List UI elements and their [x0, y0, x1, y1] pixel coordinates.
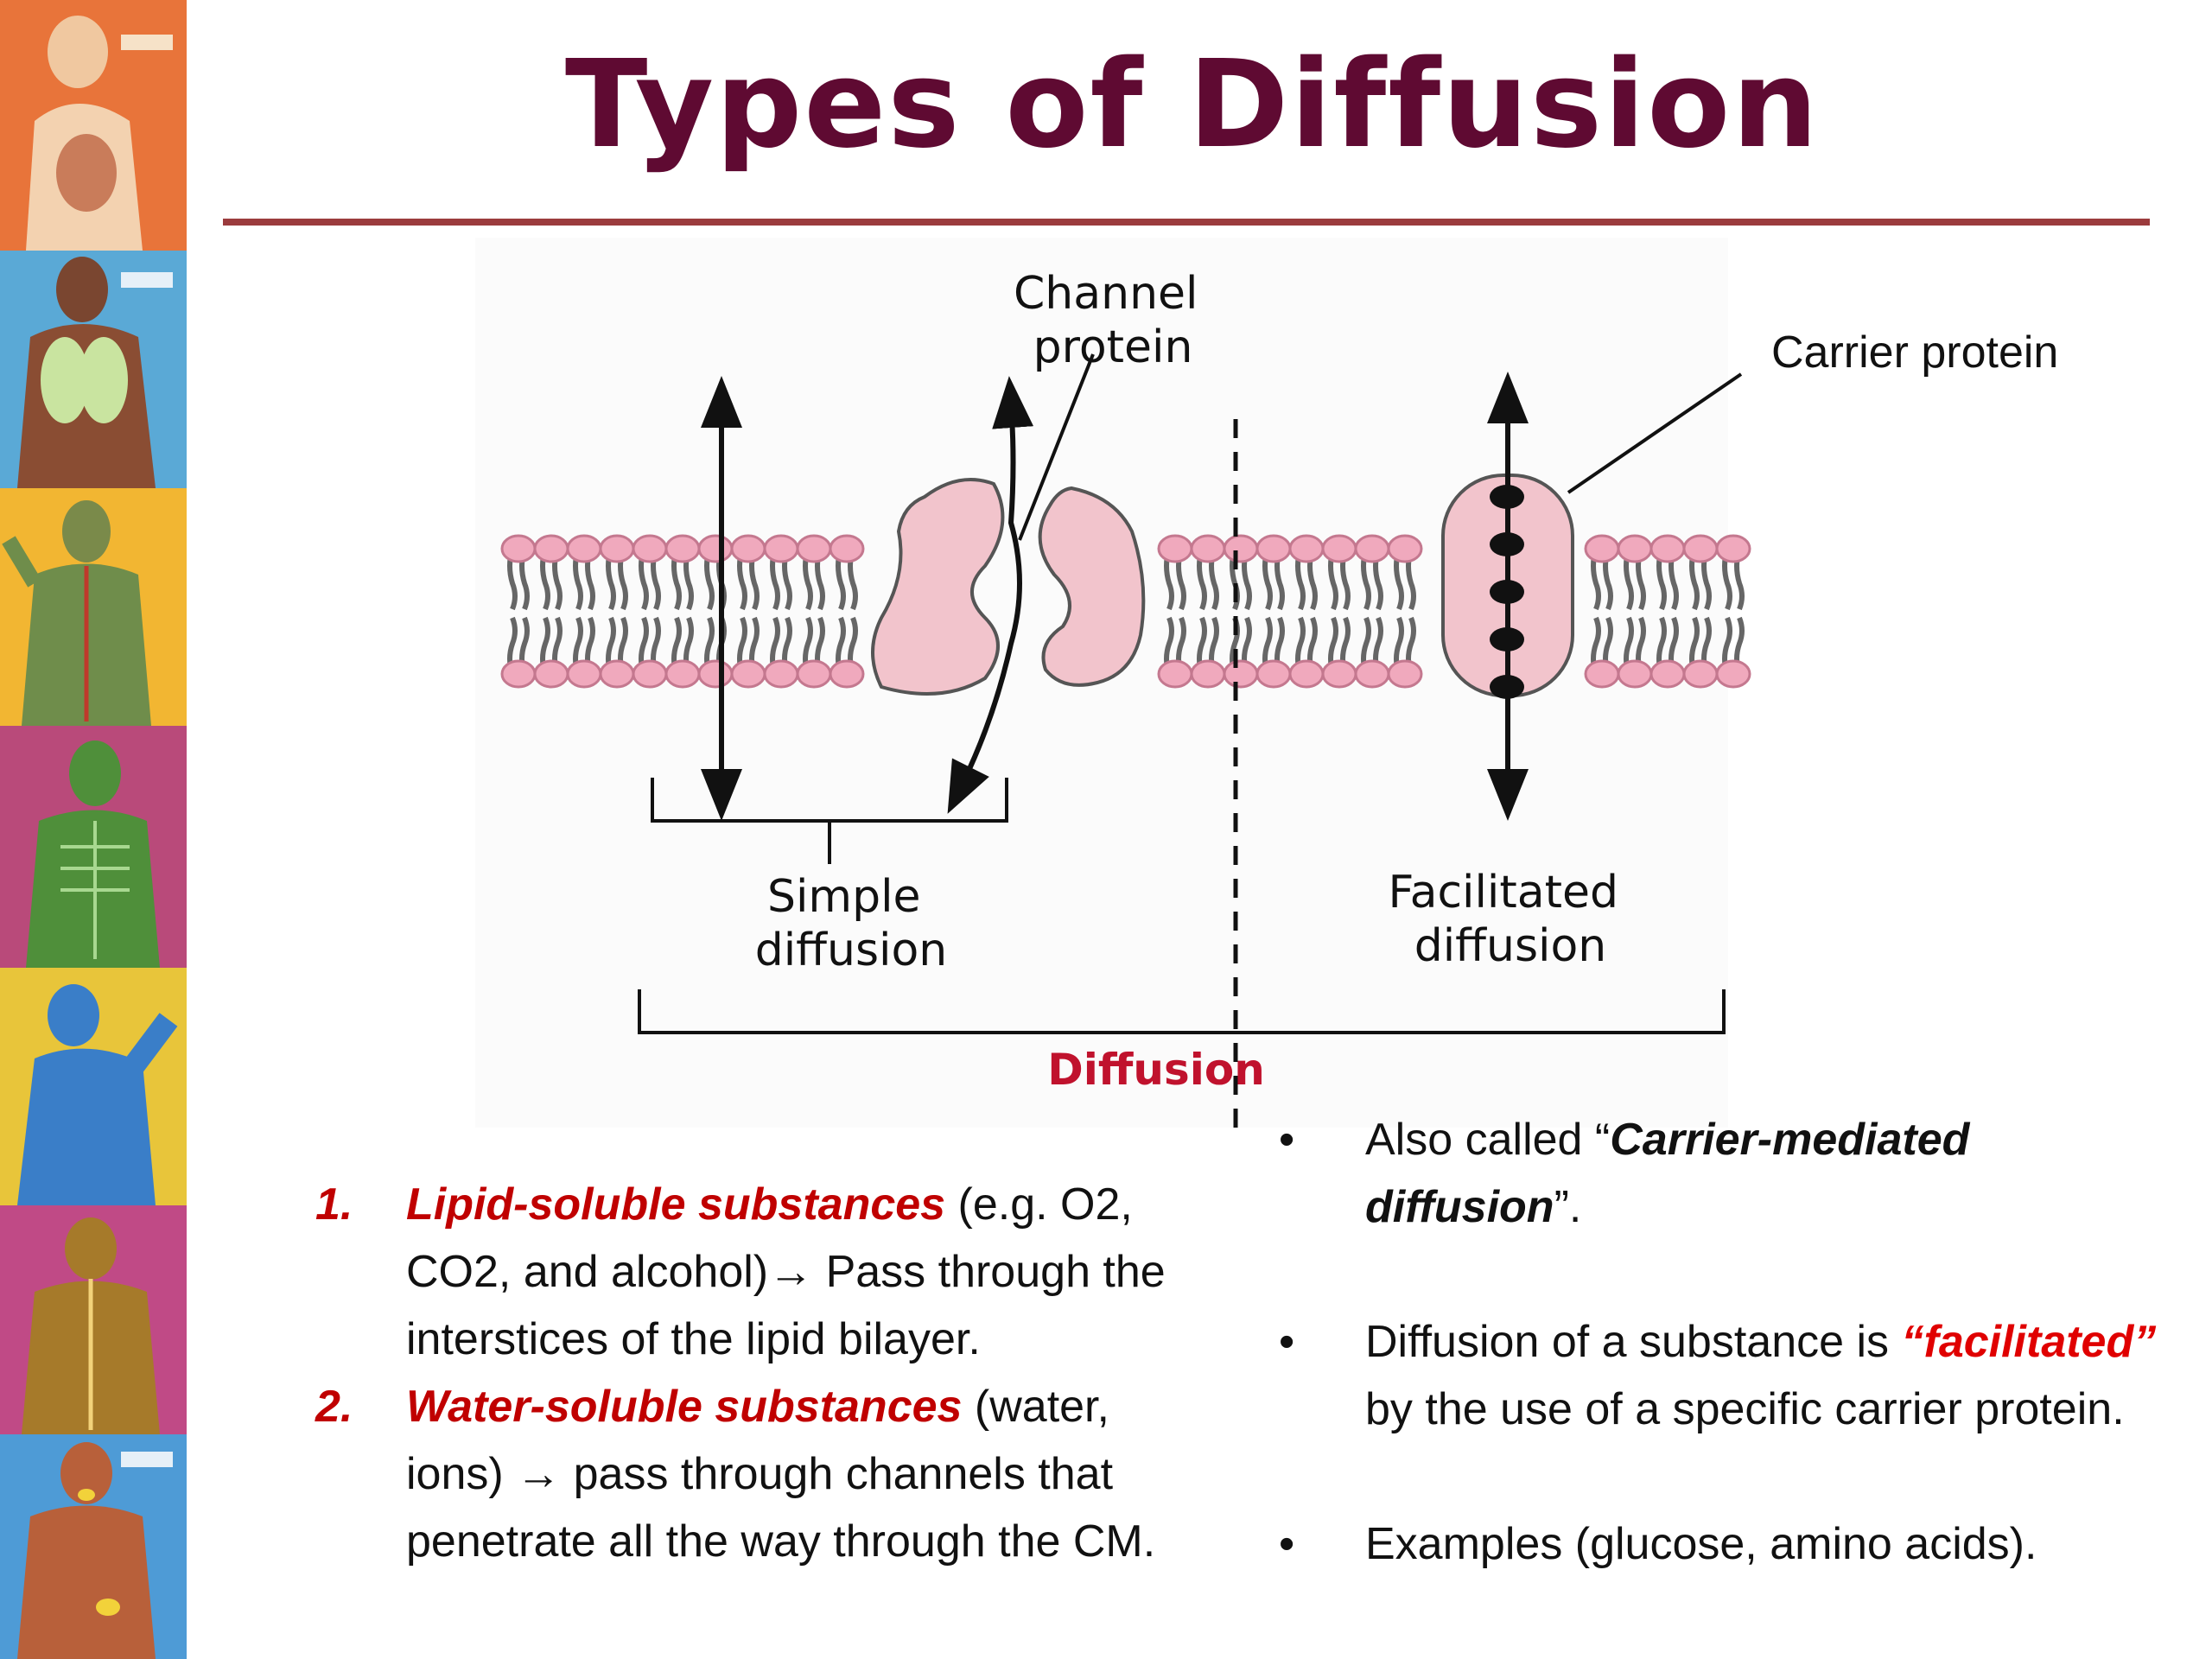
list-item: • Diffusion of a substance is “facilitat… [1279, 1308, 2195, 1443]
simple-diffusion-label: Simple diffusion [755, 871, 948, 976]
skeletal-system-image [0, 726, 187, 968]
numbered-list: 1. Lipid-soluble substances (e.g. O2, CO… [315, 1171, 1179, 1575]
muscular-system-image [0, 968, 187, 1205]
facilitated-diffusion-notes: • Also called “Carrier-mediated diffusio… [1279, 1106, 2195, 1645]
channel-diffusion-arrow [947, 376, 1034, 814]
water-soluble-highlight: Water-soluble substances [406, 1382, 963, 1432]
endocrine-system-image [0, 1434, 187, 1659]
list-item: • Examples (glucose, amino acids). [1279, 1510, 2195, 1578]
bullet-icon: • [1279, 1519, 1295, 1569]
channel-protein-right [1038, 486, 1146, 687]
channel-protein-label: Channel protein [1014, 268, 1212, 373]
list-item: 2. Water-soluble substances (water, ions… [315, 1382, 1156, 1567]
diffusion-diagram: Channel protein Carrier protein Simple d… [475, 238, 2058, 1128]
page-title: Types of Diffusion [564, 35, 1821, 175]
anatomy-sidebar [0, 0, 187, 1659]
digestive-system-image [0, 0, 187, 251]
lipid-soluble-highlight: Lipid-soluble substances [406, 1179, 946, 1230]
list-item: 1. Lipid-soluble substances (e.g. O2, CO… [315, 1179, 1166, 1364]
carrier-protein-label: Carrier protein [1771, 327, 2058, 378]
list-item: • Also called “Carrier-mediated diffusio… [1279, 1106, 2195, 1241]
lipid-bilayer [500, 534, 1751, 689]
facilitated-diffusion-label: Facilitated diffusion [1388, 867, 1632, 972]
bullet-icon: • [1279, 1115, 1295, 1165]
respiratory-system-image [0, 251, 187, 488]
nervous-system-image [0, 1205, 187, 1434]
bullet-icon: • [1279, 1317, 1295, 1367]
diffusion-label: Diffusion [1047, 1045, 1265, 1095]
title-divider [223, 219, 2150, 226]
circulatory-system-image [0, 488, 187, 726]
simple-diffusion-notes: 1. Lipid-soluble substances (e.g. O2, CO… [315, 1171, 1179, 1575]
